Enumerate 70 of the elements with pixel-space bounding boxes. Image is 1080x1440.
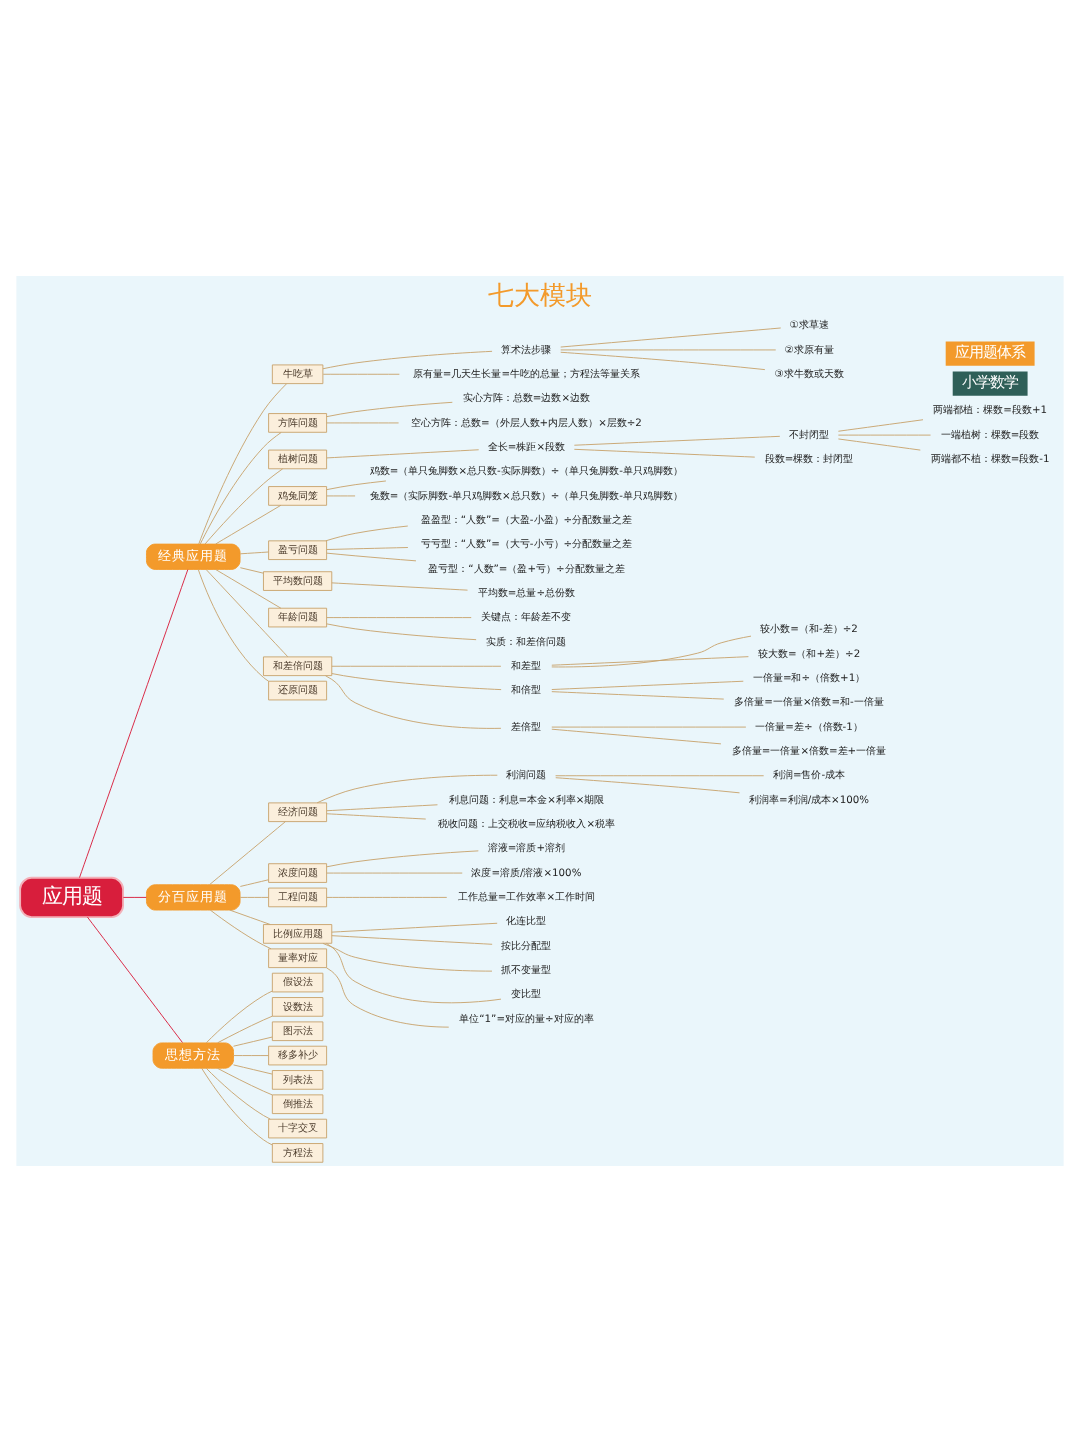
connector	[217, 1066, 273, 1095]
connector	[326, 616, 472, 618]
connector	[326, 803, 438, 811]
connector	[215, 568, 282, 608]
connector	[326, 551, 417, 561]
connector	[322, 941, 493, 971]
connector	[326, 421, 400, 423]
connector	[551, 634, 752, 667]
connector	[326, 849, 479, 867]
connector	[326, 479, 387, 490]
connector	[233, 1035, 273, 1046]
connector	[201, 1066, 273, 1145]
connector	[325, 524, 409, 541]
connector	[331, 581, 468, 590]
connector	[551, 727, 722, 744]
connector	[209, 820, 286, 884]
connector	[837, 433, 931, 435]
connector	[205, 568, 289, 657]
connector	[331, 672, 502, 690]
connector	[197, 568, 270, 681]
connector	[326, 941, 502, 1003]
connector	[322, 372, 400, 374]
connector	[573, 434, 781, 445]
connector	[551, 690, 725, 699]
connector	[199, 431, 282, 544]
connector	[325, 674, 502, 728]
connector	[326, 546, 409, 549]
diagram-title: 七大模块	[488, 281, 592, 312]
connector	[229, 908, 271, 924]
node-box: 应用题	[19, 875, 124, 917]
connector	[560, 348, 777, 350]
connector	[326, 448, 480, 458]
connector	[551, 725, 747, 727]
connector	[326, 966, 450, 1027]
connector	[205, 1066, 271, 1119]
connector	[326, 895, 448, 897]
connector	[837, 437, 921, 450]
connector	[326, 622, 477, 640]
connector	[209, 908, 272, 949]
connector	[555, 774, 765, 776]
connector	[198, 382, 287, 544]
connector	[326, 494, 356, 496]
connector	[560, 350, 766, 370]
connector	[331, 921, 498, 932]
connector	[555, 776, 740, 793]
connector	[239, 550, 269, 554]
connector	[331, 664, 502, 666]
connector	[205, 989, 273, 1043]
connector	[322, 349, 493, 369]
connector	[217, 1014, 273, 1043]
connector	[233, 1054, 269, 1056]
connector	[215, 503, 282, 544]
connector	[551, 655, 749, 665]
connector	[560, 326, 782, 347]
connector	[326, 812, 427, 819]
connector	[239, 566, 264, 573]
connector	[79, 568, 189, 878]
connector	[239, 878, 269, 886]
connector	[233, 1063, 273, 1074]
connector	[326, 871, 463, 873]
connector	[573, 447, 756, 457]
connector	[331, 934, 493, 944]
connector	[837, 418, 924, 431]
connector	[551, 679, 744, 689]
connector	[122, 895, 147, 897]
connector	[204, 467, 284, 544]
connector	[316, 773, 498, 803]
connector	[326, 400, 453, 417]
connector	[87, 915, 183, 1042]
connector	[239, 895, 269, 897]
